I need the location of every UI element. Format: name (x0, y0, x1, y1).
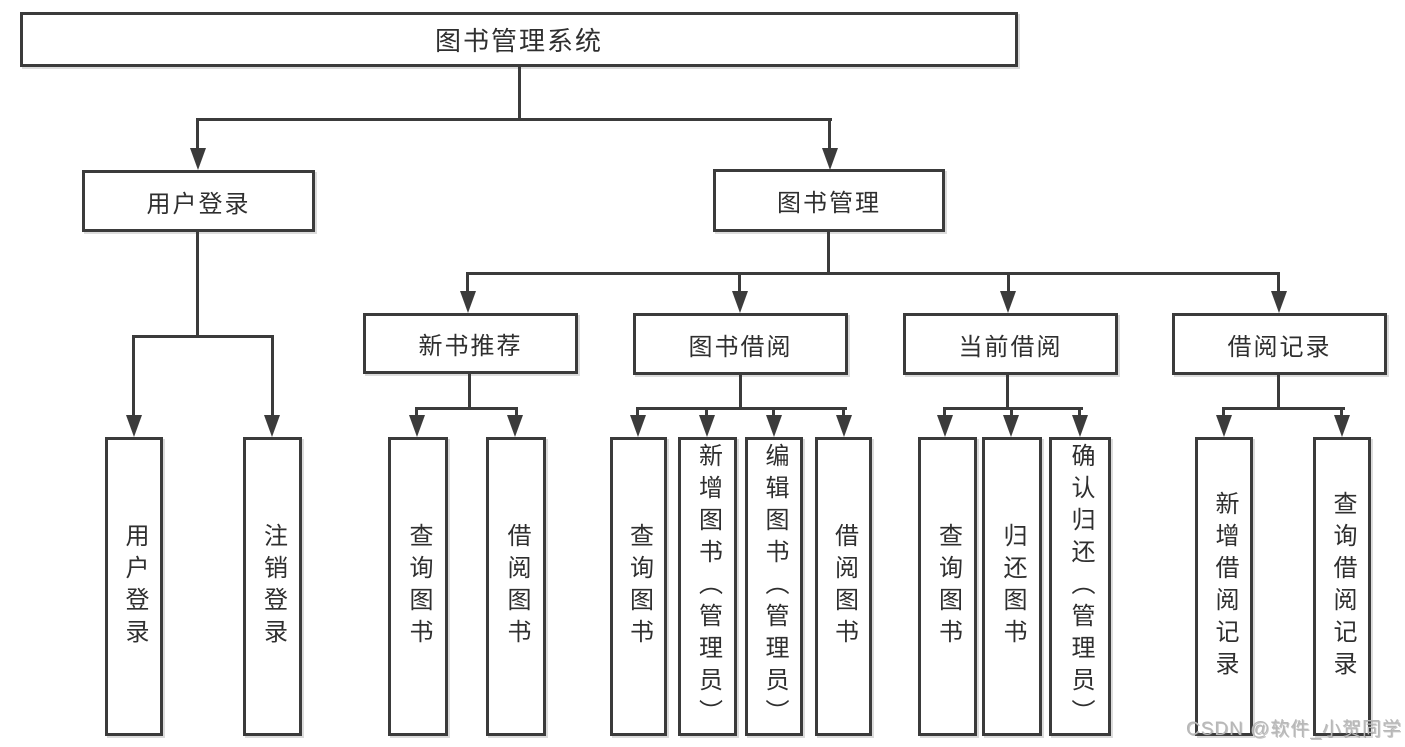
leaf-borrow-books: 借阅图书 (815, 437, 872, 736)
arrow-down-icon (190, 148, 206, 170)
arrow-down-icon (126, 415, 142, 437)
arrow-down-icon (732, 291, 748, 313)
connector-records-stem (1277, 375, 1280, 408)
leaf-user-login: 用户登录 (105, 437, 163, 736)
connector-root-drop-left (196, 118, 199, 152)
node-current-borrow-label: 当前借阅 (958, 333, 1063, 361)
leaf-confirm-return-admin: 确认归还（管理员） (1049, 437, 1111, 736)
arrow-down-icon (822, 148, 838, 170)
arrow-down-icon (1000, 291, 1016, 313)
node-root-label: 图书管理系统 (434, 26, 603, 56)
arrow-down-icon (460, 291, 476, 313)
connector-borrow-drop-3 (772, 407, 775, 419)
node-book-borrow: 图书借阅 (633, 313, 848, 375)
connector-root-stem (518, 67, 521, 118)
connector-mgmt-stem (827, 232, 830, 272)
leaf-logout-label: 注销登录 (259, 522, 287, 651)
node-book-management: 图书管理 (713, 169, 945, 232)
leaf-current-query-books: 查询图书 (918, 437, 977, 736)
connector-login-bar (132, 335, 274, 338)
node-book-borrow-label: 图书借阅 (688, 333, 793, 361)
node-book-management-label: 图书管理 (777, 190, 881, 217)
connector-mgmt-drop-1 (466, 272, 469, 295)
connector-mgmt-drop-3 (1007, 272, 1010, 295)
arrow-down-icon (766, 415, 782, 437)
node-root: 图书管理系统 (20, 12, 1018, 67)
node-new-book-recommend-label: 新书推荐 (418, 333, 523, 360)
leaf-recommend-borrow-books-label: 借阅图书 (503, 522, 530, 651)
leaf-add-books-admin: 新增图书（管理员） (678, 437, 737, 736)
node-current-borrow: 当前借阅 (903, 313, 1118, 375)
leaf-recommend-query-books: 查询图书 (388, 437, 448, 736)
connector-current-stem (1006, 375, 1009, 407)
connector-borrow-bar (636, 407, 847, 410)
connector-recommend-bar (415, 407, 518, 410)
arrow-down-icon (264, 415, 280, 437)
leaf-logout: 注销登录 (243, 437, 302, 736)
arrow-down-icon (1072, 415, 1088, 437)
connector-borrow-stem (739, 375, 742, 407)
connector-current-drop-1 (943, 407, 946, 419)
leaf-borrow-query-books-label: 查询图书 (625, 522, 653, 651)
connector-root-bar (196, 118, 832, 121)
arrow-down-icon (836, 415, 852, 437)
leaf-confirm-return-admin-label: 确认归还（管理员） (1067, 442, 1094, 731)
connector-borrow-drop-2 (705, 407, 708, 419)
leaf-add-borrow-record-label: 新增借阅记录 (1211, 490, 1238, 683)
connector-recommend-stem (468, 374, 471, 407)
connector-mgmt-drop-4 (1277, 272, 1280, 295)
leaf-edit-books-admin: 编辑图书（管理员） (745, 437, 803, 736)
leaf-return-books: 归还图书 (982, 437, 1042, 736)
arrow-down-icon (699, 415, 715, 437)
connector-mgmt-drop-2 (738, 272, 741, 295)
leaf-query-borrow-record-label: 查询借阅记录 (1329, 490, 1356, 683)
connector-login-drop-1 (132, 335, 135, 419)
node-new-book-recommend: 新书推荐 (363, 313, 578, 374)
connector-records-drop-1 (1222, 407, 1225, 419)
arrow-down-icon (937, 415, 953, 437)
arrow-down-icon (1003, 415, 1019, 437)
leaf-add-books-admin-label: 新增图书（管理员） (694, 442, 722, 731)
connector-current-drop-2 (1010, 407, 1013, 419)
leaf-return-books-label: 归还图书 (999, 522, 1026, 651)
connector-mgmt-bar (466, 272, 1280, 275)
arrow-down-icon (409, 415, 425, 437)
connector-recommend-drop-1 (415, 407, 418, 419)
connector-borrow-drop-1 (636, 407, 639, 419)
connector-borrow-drop-4 (842, 407, 845, 419)
leaf-query-borrow-record: 查询借阅记录 (1313, 437, 1371, 736)
connector-login-stem (196, 232, 199, 335)
arrow-down-icon (1271, 291, 1287, 313)
leaf-add-borrow-record: 新增借阅记录 (1195, 437, 1253, 736)
connector-root-drop-right (828, 118, 831, 152)
leaf-current-query-books-label: 查询图书 (934, 522, 962, 651)
connector-records-drop-2 (1340, 407, 1343, 419)
node-user-login-label: 用户登录 (146, 190, 251, 218)
leaf-edit-books-admin-label: 编辑图书（管理员） (761, 442, 788, 731)
leaf-user-login-label: 用户登录 (121, 522, 148, 651)
arrow-down-icon (1334, 415, 1350, 437)
connector-records-bar (1222, 407, 1345, 410)
arrow-down-icon (1216, 415, 1232, 437)
node-borrow-records-label: 借阅记录 (1227, 333, 1332, 361)
connector-login-drop-2 (271, 335, 274, 419)
leaf-recommend-borrow-books: 借阅图书 (486, 437, 546, 736)
node-user-login: 用户登录 (82, 170, 315, 232)
leaf-borrow-books-label: 借阅图书 (830, 522, 858, 651)
node-borrow-records: 借阅记录 (1172, 313, 1387, 375)
connector-current-bar (943, 407, 1083, 410)
connector-current-drop-3 (1078, 407, 1081, 419)
leaf-borrow-query-books: 查询图书 (610, 437, 667, 736)
leaf-recommend-query-books-label: 查询图书 (405, 522, 432, 651)
arrow-down-icon (507, 415, 523, 437)
watermark: CSDN @软件_小贺同学 (1186, 719, 1402, 740)
connector-recommend-drop-2 (515, 407, 518, 419)
arrow-down-icon (630, 415, 646, 437)
